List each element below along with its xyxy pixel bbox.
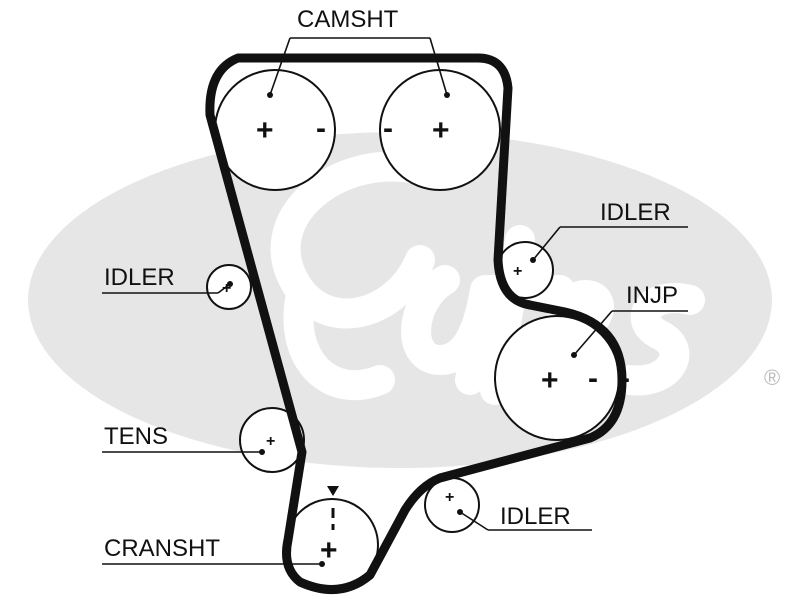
label-idler-right-top: IDLER [600, 199, 671, 226]
tensioner-pulley [239, 407, 305, 473]
label-idler-left: IDLER [104, 264, 175, 291]
camshaft-right-minus: - [383, 112, 393, 145]
trademark-symbol: ® [764, 365, 780, 390]
camshaft-left-minus: - [316, 112, 326, 145]
idler-right-top-plus: + [513, 263, 522, 280]
idler-pulley-left [206, 264, 252, 310]
camshaft-left-plus: + [256, 114, 274, 147]
label-injection-pump: INJP [626, 282, 678, 309]
crankshaft-leader [102, 561, 325, 567]
idler-right-top-leader [530, 226, 688, 263]
idler-left-plus: + [222, 280, 231, 297]
label-camshaft: CAMSHT [297, 6, 399, 33]
injp-plus: + [541, 364, 559, 397]
crankshaft-plus: + [320, 534, 338, 567]
crankshaft-timing-mark-icon [327, 486, 339, 496]
injp-minus-1: - [588, 362, 598, 395]
injp-leader [571, 310, 688, 358]
tensioner-leader [102, 449, 265, 455]
tensioner-plus: + [266, 433, 275, 450]
idler-bottom-leader [457, 509, 592, 531]
label-idler-bottom: IDLER [500, 503, 571, 530]
injp-minus-2: - [620, 362, 630, 395]
label-tensioner: TENS [104, 423, 168, 450]
camshaft-right-plus: + [432, 114, 450, 147]
camshaft-leader [267, 37, 450, 98]
timing-belt [205, 53, 627, 595]
idler-bottom-plus: + [445, 489, 454, 506]
idler-left-leader [102, 281, 233, 294]
label-crankshaft: CRANSHT [104, 535, 220, 562]
